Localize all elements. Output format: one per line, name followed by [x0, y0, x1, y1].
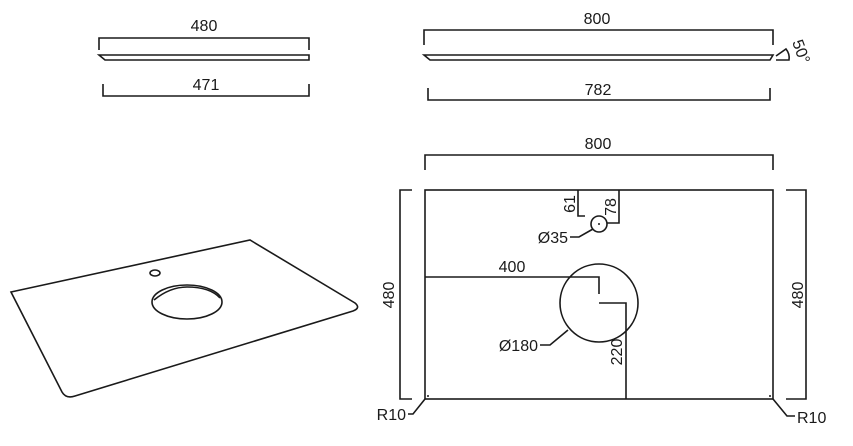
corner-marker-left — [427, 395, 429, 397]
dimension-800: 800 — [585, 136, 612, 153]
corner-radius-left: R10 — [377, 407, 406, 424]
dimension-782: 782 — [585, 82, 612, 99]
leader-sink — [540, 329, 569, 346]
dimension-800-top: 800 — [584, 11, 611, 28]
dimension-line-400 — [425, 276, 600, 294]
dimension-480-right: 480 — [790, 282, 807, 309]
dimension-line-480 — [98, 37, 310, 50]
dimension-line-800-top — [423, 29, 774, 45]
leader-radius-left — [408, 398, 426, 415]
dimension-480-left: 480 — [381, 282, 398, 309]
edge-angle: 50° — [788, 38, 812, 67]
dimension-line-78 — [607, 190, 620, 224]
dimension-400: 400 — [499, 259, 526, 276]
dimension-61: 61 — [562, 195, 579, 213]
tap-hole — [590, 215, 608, 233]
dimension-line-480-left — [399, 189, 412, 400]
dimension-480: 480 — [191, 18, 218, 35]
leader-tap-hole — [570, 228, 594, 238]
angle-marker — [775, 47, 790, 61]
tap-hole-diameter: Ø35 — [538, 230, 568, 247]
leader-radius-right — [772, 398, 795, 417]
dimension-line-220 — [599, 302, 627, 399]
dimension-220: 220 — [609, 339, 626, 366]
dimension-line-61 — [577, 190, 585, 217]
tap-hole-center — [598, 223, 600, 225]
plan-view: 800 480 480 61 78 Ø35 400 220 Ø180 R10 R… — [377, 136, 827, 427]
tap-hole — [149, 269, 161, 277]
corner-radius-right: R10 — [797, 410, 826, 427]
sink-hole — [151, 284, 223, 320]
countertop-outline — [9, 239, 359, 398]
dimension-line-800 — [424, 154, 774, 170]
side-view-depth: 480 471 — [96, 18, 310, 97]
dimension-78: 78 — [603, 198, 620, 216]
slab-profile — [421, 54, 775, 61]
sink-hole-inner-edge — [153, 286, 221, 301]
dimension-line-782 — [427, 88, 771, 101]
dimension-471: 471 — [193, 77, 220, 94]
dimension-line-480-right — [786, 189, 807, 400]
countertop-outline — [424, 189, 774, 400]
slab-profile — [96, 54, 310, 61]
corner-marker-right — [769, 395, 771, 397]
sink-hole — [559, 263, 639, 343]
isometric-view — [9, 239, 359, 398]
dimension-line-471 — [102, 84, 310, 97]
sink-diameter: Ø180 — [499, 338, 538, 355]
side-view-width: 800 50° 782 — [421, 11, 812, 101]
